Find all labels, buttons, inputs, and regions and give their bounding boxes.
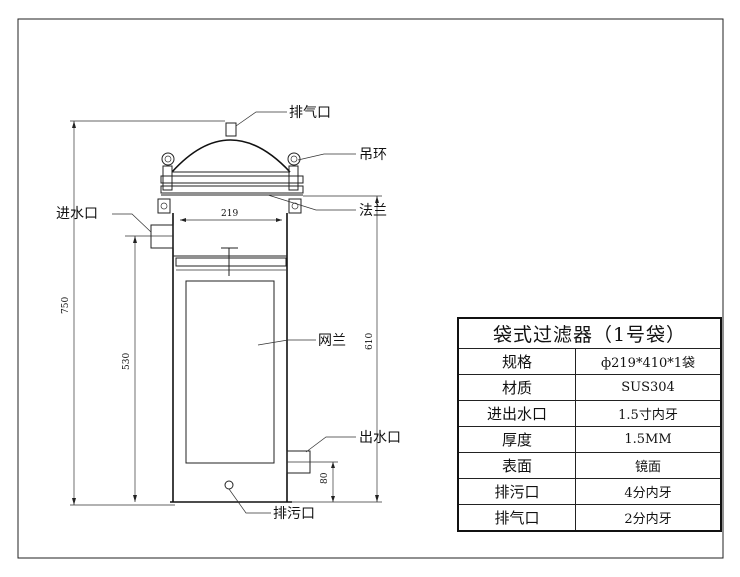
spec-row: 表面 镜面 bbox=[457, 452, 722, 479]
dim-530: 530 bbox=[122, 353, 132, 370]
lifting-ring-right bbox=[287, 152, 301, 191]
spec-row: 材质 SUS304 bbox=[457, 374, 722, 401]
spec-value: ф219*410*1袋 bbox=[575, 348, 722, 375]
spec-value: 镜面 bbox=[575, 452, 722, 479]
spec-title: 袋式过滤器（1号袋） bbox=[457, 317, 722, 349]
label-drain: 排污口 bbox=[273, 506, 315, 522]
outlet-pipe bbox=[286, 450, 311, 474]
dim-80: 80 bbox=[320, 472, 330, 484]
spec-row: 排污口 4分内牙 bbox=[457, 478, 722, 505]
dim-750: 750 bbox=[61, 297, 71, 314]
height-dimension-80: 80 bbox=[310, 461, 338, 502]
lifting-ring-left bbox=[161, 152, 175, 191]
label-vent: 排气口 bbox=[289, 105, 331, 121]
spec-row: 进出水口 1.5寸内牙 bbox=[457, 400, 722, 427]
spec-value: 2分内牙 bbox=[575, 504, 722, 532]
spec-key: 排气口 bbox=[457, 504, 576, 532]
spec-row: 排气口 2分内牙 bbox=[457, 504, 722, 532]
label-mesh: 网兰 bbox=[318, 333, 346, 349]
spec-value: 1.5寸内牙 bbox=[575, 400, 722, 427]
spec-row: 规格 ф219*410*1袋 bbox=[457, 348, 722, 375]
spec-row: 厚度 1.5MM bbox=[457, 426, 722, 453]
spec-key: 进出水口 bbox=[457, 400, 576, 427]
dim-610: 610 bbox=[365, 333, 375, 350]
drawing-border bbox=[17, 18, 724, 559]
spec-value: SUS304 bbox=[575, 374, 722, 401]
spec-value: 4分内牙 bbox=[575, 478, 722, 505]
leader-lines bbox=[112, 111, 356, 514]
label-flange: 法兰 bbox=[359, 203, 387, 219]
spec-key: 厚度 bbox=[457, 426, 576, 453]
filter-basket bbox=[185, 280, 275, 464]
spec-title-row: 袋式过滤器（1号袋） bbox=[457, 317, 722, 349]
label-lifting-ring: 吊环 bbox=[359, 147, 387, 163]
height-dimension-750: 750 bbox=[61, 120, 225, 506]
spec-key: 规格 bbox=[457, 348, 576, 375]
drain-port bbox=[224, 480, 234, 490]
spec-key: 材质 bbox=[457, 374, 576, 401]
spec-value: 1.5MM bbox=[575, 426, 722, 453]
diameter-dimension: 219 bbox=[180, 209, 282, 222]
spec-key: 排污口 bbox=[457, 478, 576, 505]
height-dimension-530: 530 bbox=[122, 235, 151, 502]
height-dimension-610: 610 bbox=[292, 195, 382, 503]
flange bbox=[157, 175, 304, 214]
spec-table: 袋式过滤器（1号袋） 规格 ф219*410*1袋 材质 SUS304 进出水口… bbox=[457, 317, 722, 532]
dim-219: 219 bbox=[221, 209, 238, 219]
label-inlet: 进水口 bbox=[56, 206, 98, 222]
label-outlet: 出水口 bbox=[359, 430, 401, 446]
vent-nozzle bbox=[225, 122, 237, 137]
spec-key: 表面 bbox=[457, 452, 576, 479]
inlet-pipe bbox=[150, 224, 174, 249]
dome-lid bbox=[171, 122, 291, 173]
